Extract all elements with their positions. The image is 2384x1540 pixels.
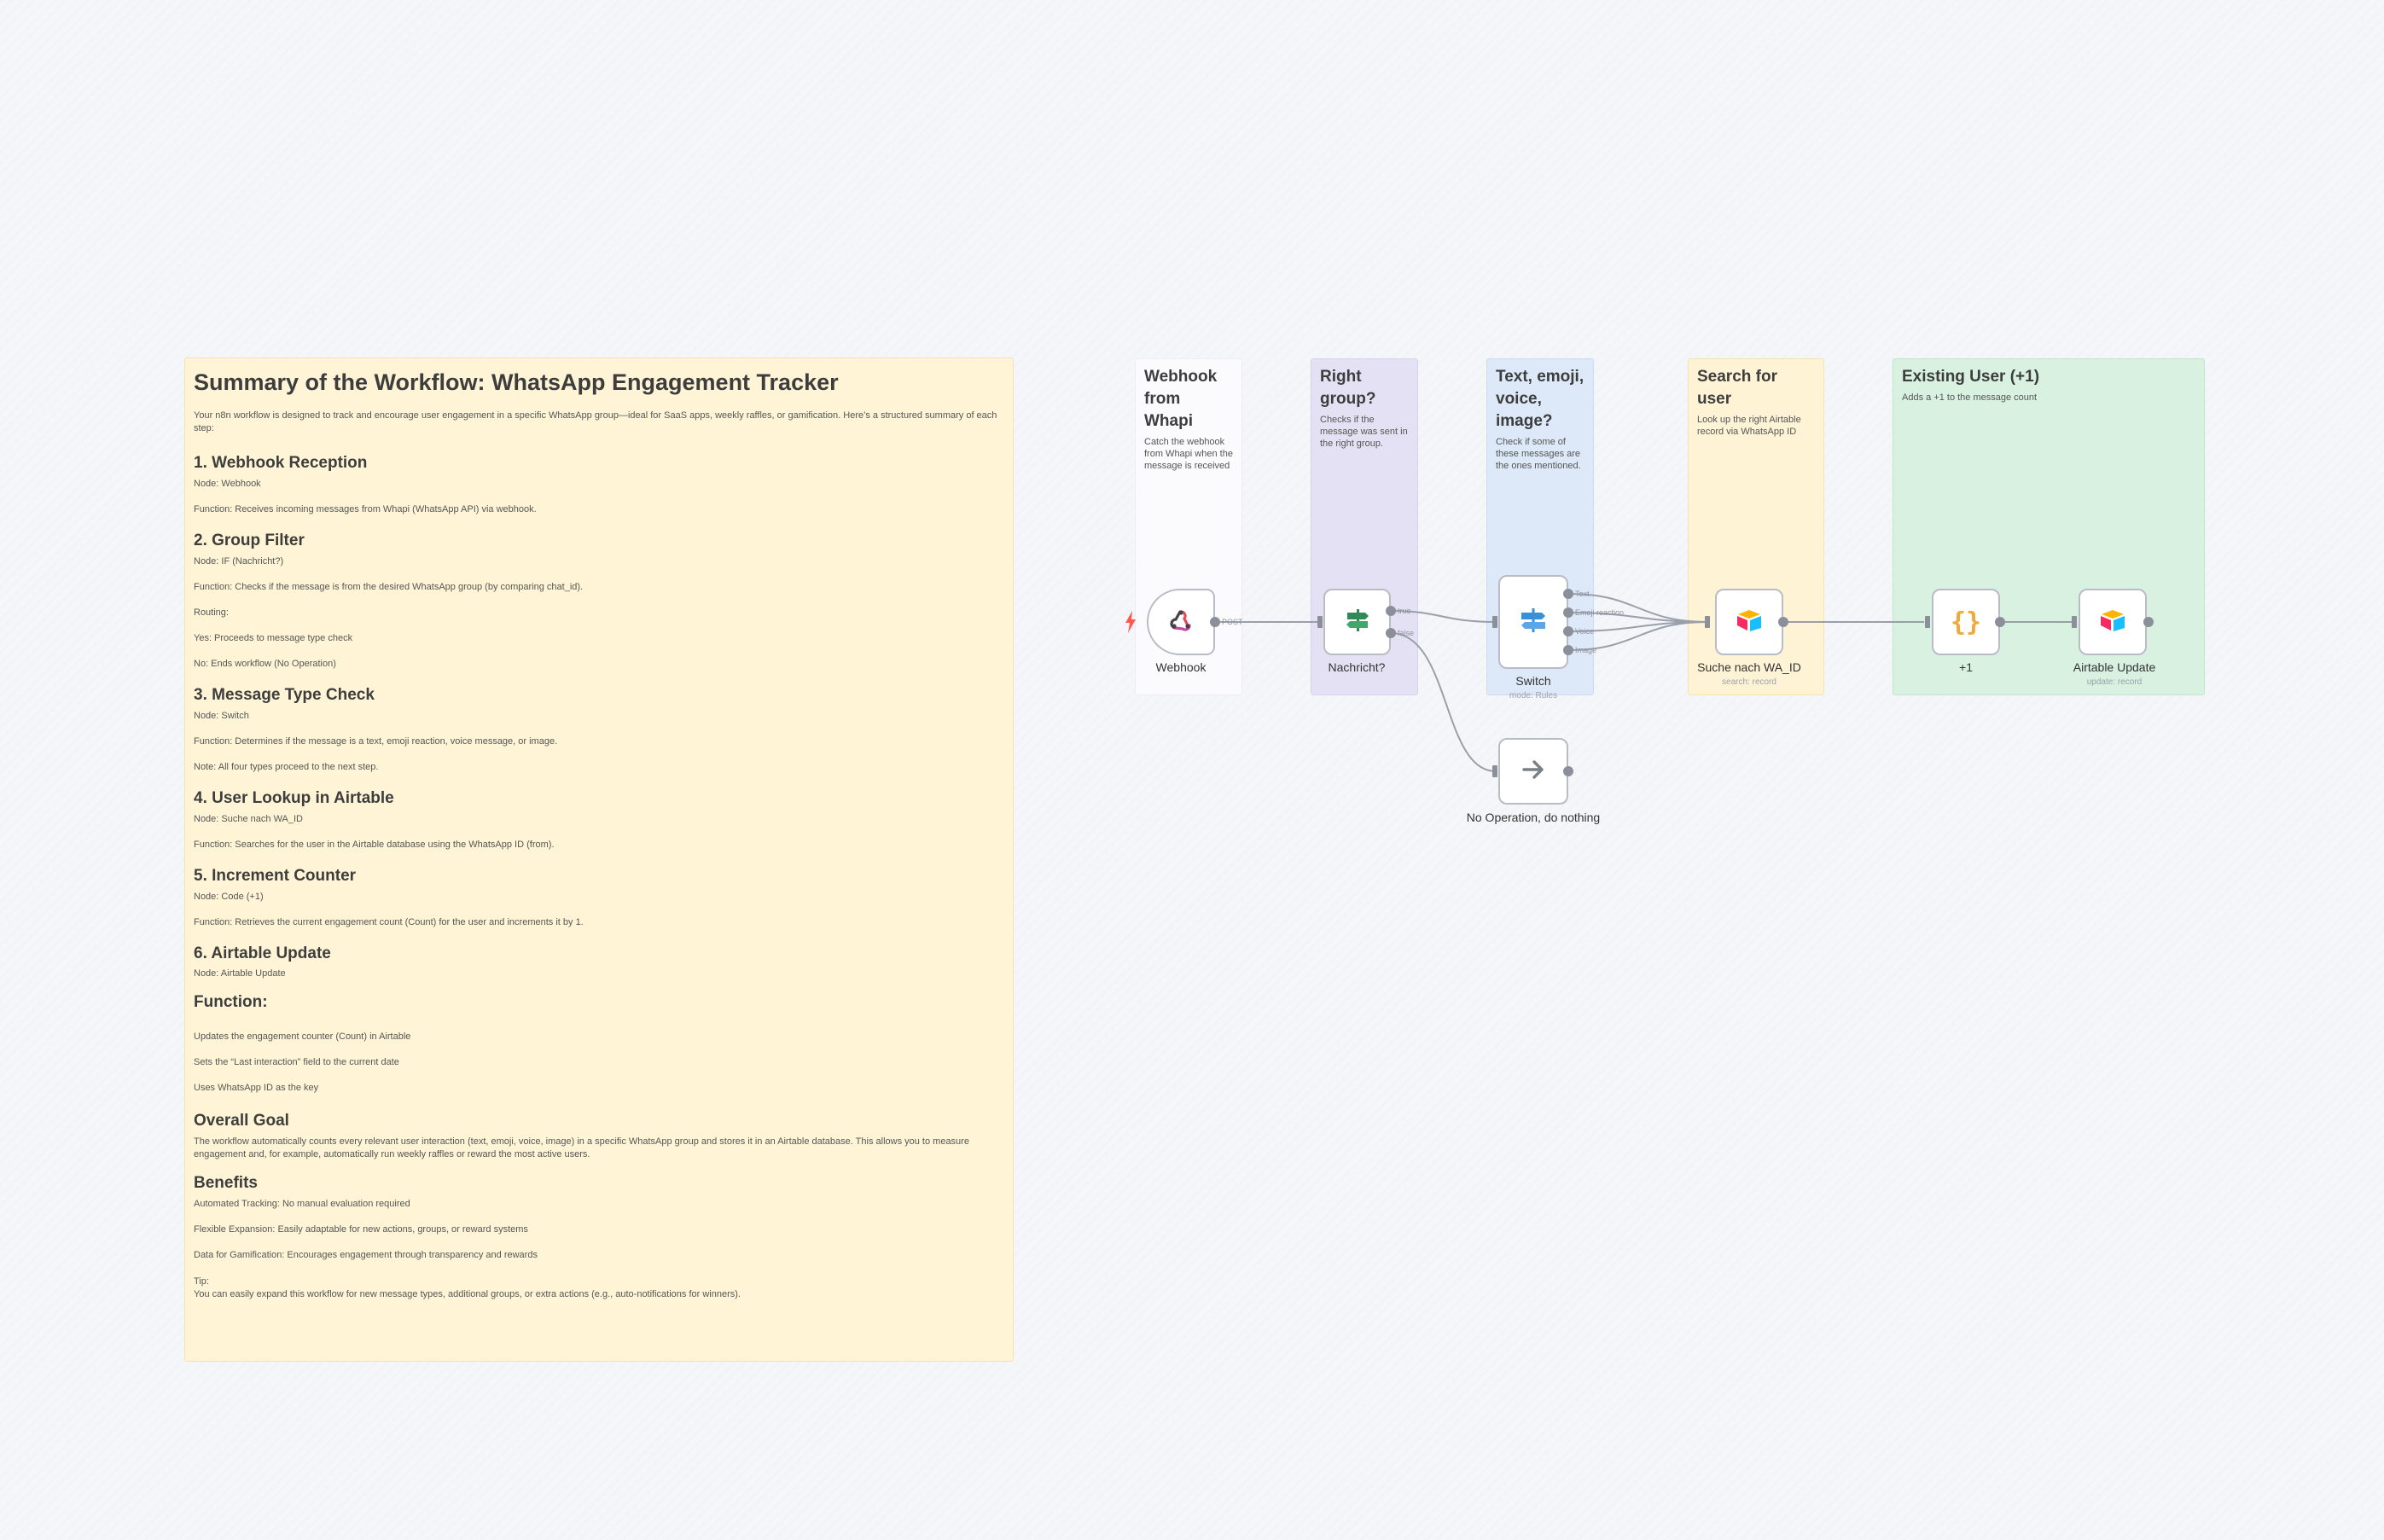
summary-sticky-note[interactable]: Summary of the Workflow: WhatsApp Engage… [184, 357, 1014, 1362]
connection-if-noop [1390, 632, 1497, 772]
section-text: Node: IF (Nachricht?) [194, 556, 284, 567]
section-heading: 3. Message Type Check [194, 686, 375, 705]
code-output-port[interactable] [1995, 617, 2005, 627]
section-heading: Overall Goal [194, 1112, 289, 1130]
section-heading: Benefits [194, 1174, 258, 1193]
section-text: Automated Tracking: No manual evaluation… [194, 1198, 410, 1209]
if-true-port[interactable] [1386, 606, 1396, 616]
sticky-note-text: Look up the right Airtable record via Wh… [1697, 415, 1801, 437]
sticky-note-title: Right group? [1320, 368, 1376, 408]
sticky-note-text: Adds a +1 to the message count [1902, 392, 2038, 403]
section-text: Function: Checks if the message is from … [194, 582, 584, 593]
section-text: Uses WhatsApp ID as the key [194, 1083, 319, 1094]
if-false-label: false [1398, 629, 1415, 637]
section-heading: 4. User Lookup in Airtable [194, 788, 394, 807]
section-text: Function: Receives incoming messages fro… [194, 504, 537, 515]
section-text: The workflow automatically counts every … [194, 1136, 969, 1160]
code-input-port[interactable] [1925, 616, 1930, 628]
switch-node-label: Switch [1515, 674, 1551, 688]
code-braces-icon: {} [1950, 607, 1982, 637]
sticky-note-title: Text, emoji, voice, image? [1496, 368, 1584, 430]
sticky-note-title: Webhook from Whapi [1144, 368, 1218, 430]
code-node-label: +1 [1959, 660, 1973, 674]
section-text: Function: Searches for the user in the A… [194, 839, 555, 850]
webhook-output-port[interactable] [1210, 617, 1220, 627]
connection-switch-image [1567, 621, 1709, 651]
summary-intro: Your n8n workflow is designed to track a… [194, 410, 997, 434]
switch-output-label: Image [1575, 646, 1597, 654]
webhook-icon [1168, 607, 1194, 637]
section-text: Sets the “Last interaction” field to the… [194, 1057, 399, 1068]
section-text: Yes: Proceeds to message type check [194, 633, 353, 644]
webhook-node-label: Webhook [1155, 660, 1207, 674]
if-node-label: Nachricht? [1328, 660, 1386, 674]
search-node-subtitle: search: record [1722, 677, 1776, 687]
section-text: Routing: [194, 607, 229, 619]
if-false-port[interactable] [1386, 628, 1396, 638]
update-node[interactable] [2079, 589, 2147, 655]
noop-input-port[interactable] [1492, 765, 1497, 777]
section-text: You can easily expand this workflow for … [194, 1288, 741, 1299]
arrow-right-icon [1521, 757, 1546, 787]
switch-output-emoji-port[interactable] [1563, 607, 1573, 618]
noop-node-label: No Operation, do nothing [1466, 811, 1601, 824]
noop-node[interactable] [1498, 738, 1568, 805]
switch-icon [1520, 607, 1547, 638]
switch-node[interactable] [1498, 575, 1568, 669]
if-true-label: true [1398, 607, 1411, 615]
connection-if-switch [1390, 610, 1497, 623]
section-heading: 6. Airtable Update [194, 944, 331, 962]
switch-input-port[interactable] [1492, 616, 1497, 628]
update-node-label: Airtable Update [2073, 660, 2156, 674]
update-output-port[interactable] [2143, 617, 2154, 627]
webhook-node[interactable] [1147, 589, 1215, 655]
airtable-icon [1736, 608, 1763, 636]
update-node-subtitle: update: record [2086, 677, 2143, 687]
if-branch-icon [1345, 607, 1370, 637]
switch-output-label: Text [1575, 590, 1590, 598]
section-text: Function: Retrieves the current engageme… [194, 916, 584, 927]
sticky-note-text: Checks if the message was sent in the ri… [1320, 415, 1408, 449]
code-node[interactable]: {} [1932, 589, 2000, 655]
section-text: Node: Webhook [194, 479, 261, 490]
if-input-port[interactable] [1317, 616, 1323, 628]
sticky-note-text: Catch the webhook from Whapi when the me… [1144, 437, 1233, 471]
update-input-port[interactable] [2072, 616, 2077, 628]
section-heading: 1. Webhook Reception [194, 454, 368, 473]
switch-output-text-port[interactable] [1563, 589, 1573, 599]
if-node[interactable] [1323, 589, 1391, 655]
section-text: Node: Switch [194, 710, 249, 721]
section-text: Note: All four types proceed to the next… [194, 761, 379, 772]
switch-output-label: Emoji reaction [1575, 608, 1625, 617]
sticky-note-title: Existing User (+1) [1902, 368, 2040, 386]
search-node[interactable] [1715, 589, 1783, 655]
section-heading: Function: [194, 993, 268, 1012]
trigger-bolt-icon [1125, 611, 1137, 633]
section-text: Updates the engagement counter (Count) i… [194, 1032, 411, 1043]
section-text: Function: Determines if the message is a… [194, 735, 558, 747]
noop-output-port[interactable] [1563, 766, 1573, 776]
section-text: Node: Code (+1) [194, 891, 264, 902]
switch-output-image-port[interactable] [1563, 645, 1573, 655]
search-output-port[interactable] [1778, 617, 1788, 627]
section-text: Flexible Expansion: Easily adaptable for… [194, 1223, 528, 1235]
airtable-icon [2099, 608, 2126, 636]
section-text: Tip: [194, 1276, 209, 1287]
switch-output-label: Voice [1575, 627, 1595, 636]
section-text: Node: Suche nach WA_ID [194, 813, 303, 824]
search-input-port[interactable] [1705, 616, 1710, 628]
switch-output-voice-port[interactable] [1563, 626, 1573, 636]
switch-node-subtitle: mode: Rules [1509, 691, 1558, 700]
sticky-note-title: Search for user [1697, 368, 1777, 408]
section-heading: 5. Increment Counter [194, 866, 357, 885]
summary-title: Summary of the Workflow: WhatsApp Engage… [194, 369, 839, 395]
section-heading: 2. Group Filter [194, 532, 305, 550]
section-text: No: Ends workflow (No Operation) [194, 659, 336, 670]
sticky-note-text: Check if some of these messages are the … [1496, 437, 1581, 471]
section-text: Data for Gamification: Encourages engage… [194, 1249, 538, 1260]
section-text: Node: Airtable Update [194, 968, 286, 979]
search-node-label: Suche nach WA_ID [1697, 660, 1801, 674]
webhook-method-label: POST [1222, 618, 1243, 626]
